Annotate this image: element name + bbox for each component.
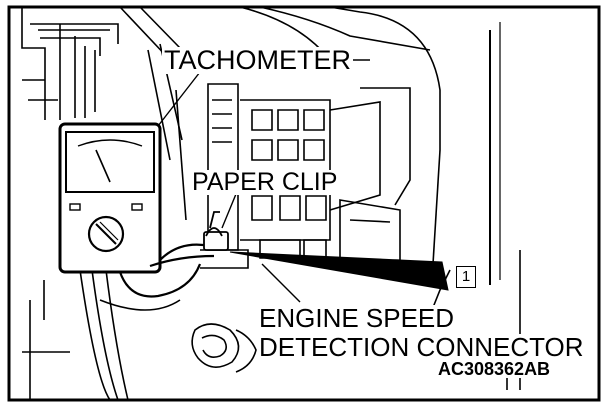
callout-number-badge: 1 (456, 266, 476, 288)
detection-connector-label: DETECTION CONNECTOR (257, 332, 586, 362)
connector-icon (203, 211, 229, 251)
tachometer-icon (58, 122, 162, 274)
outer-frame (7, 5, 601, 402)
callout-wedge (229, 251, 449, 291)
engine-speed-label: ENGINE SPEED (257, 303, 457, 333)
tachometer-label: TACHOMETER (162, 45, 353, 75)
figure-code: AC308362AB (436, 359, 553, 379)
leader-lines (157, 71, 301, 303)
paper-clip-label: PAPER CLIP (190, 168, 340, 196)
